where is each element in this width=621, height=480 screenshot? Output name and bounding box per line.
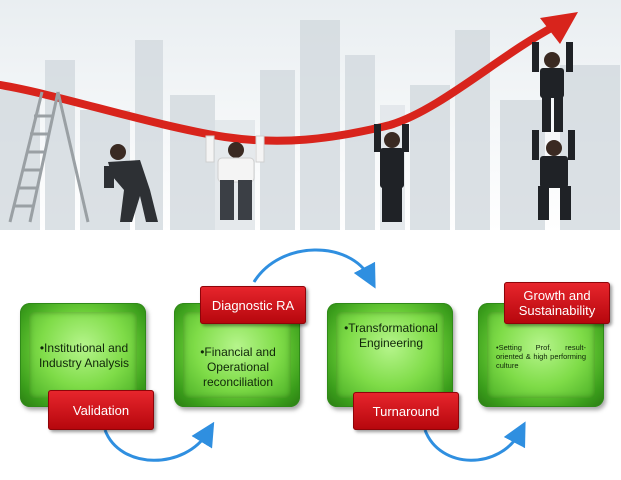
stage-text-3: •Transformational Engineering xyxy=(339,321,443,351)
stage-label-2: Diagnostic RA xyxy=(200,286,306,324)
connector-1-to-2 xyxy=(105,430,208,460)
stage-text-2: •Financial and Operational reconciliatio… xyxy=(186,345,290,390)
stage-label-4: Growth and Sustainability xyxy=(504,282,610,324)
stage-text-4: •Setting Prof, result-oriented & high pe… xyxy=(496,343,586,370)
stage-label-1: Validation xyxy=(48,390,154,430)
connector-3-to-4 xyxy=(425,430,520,460)
stage-text-1: •Institutional and Industry Analysis xyxy=(32,341,136,371)
connector-2-to-3 xyxy=(254,250,370,282)
stage-label-3: Turnaround xyxy=(353,392,459,430)
